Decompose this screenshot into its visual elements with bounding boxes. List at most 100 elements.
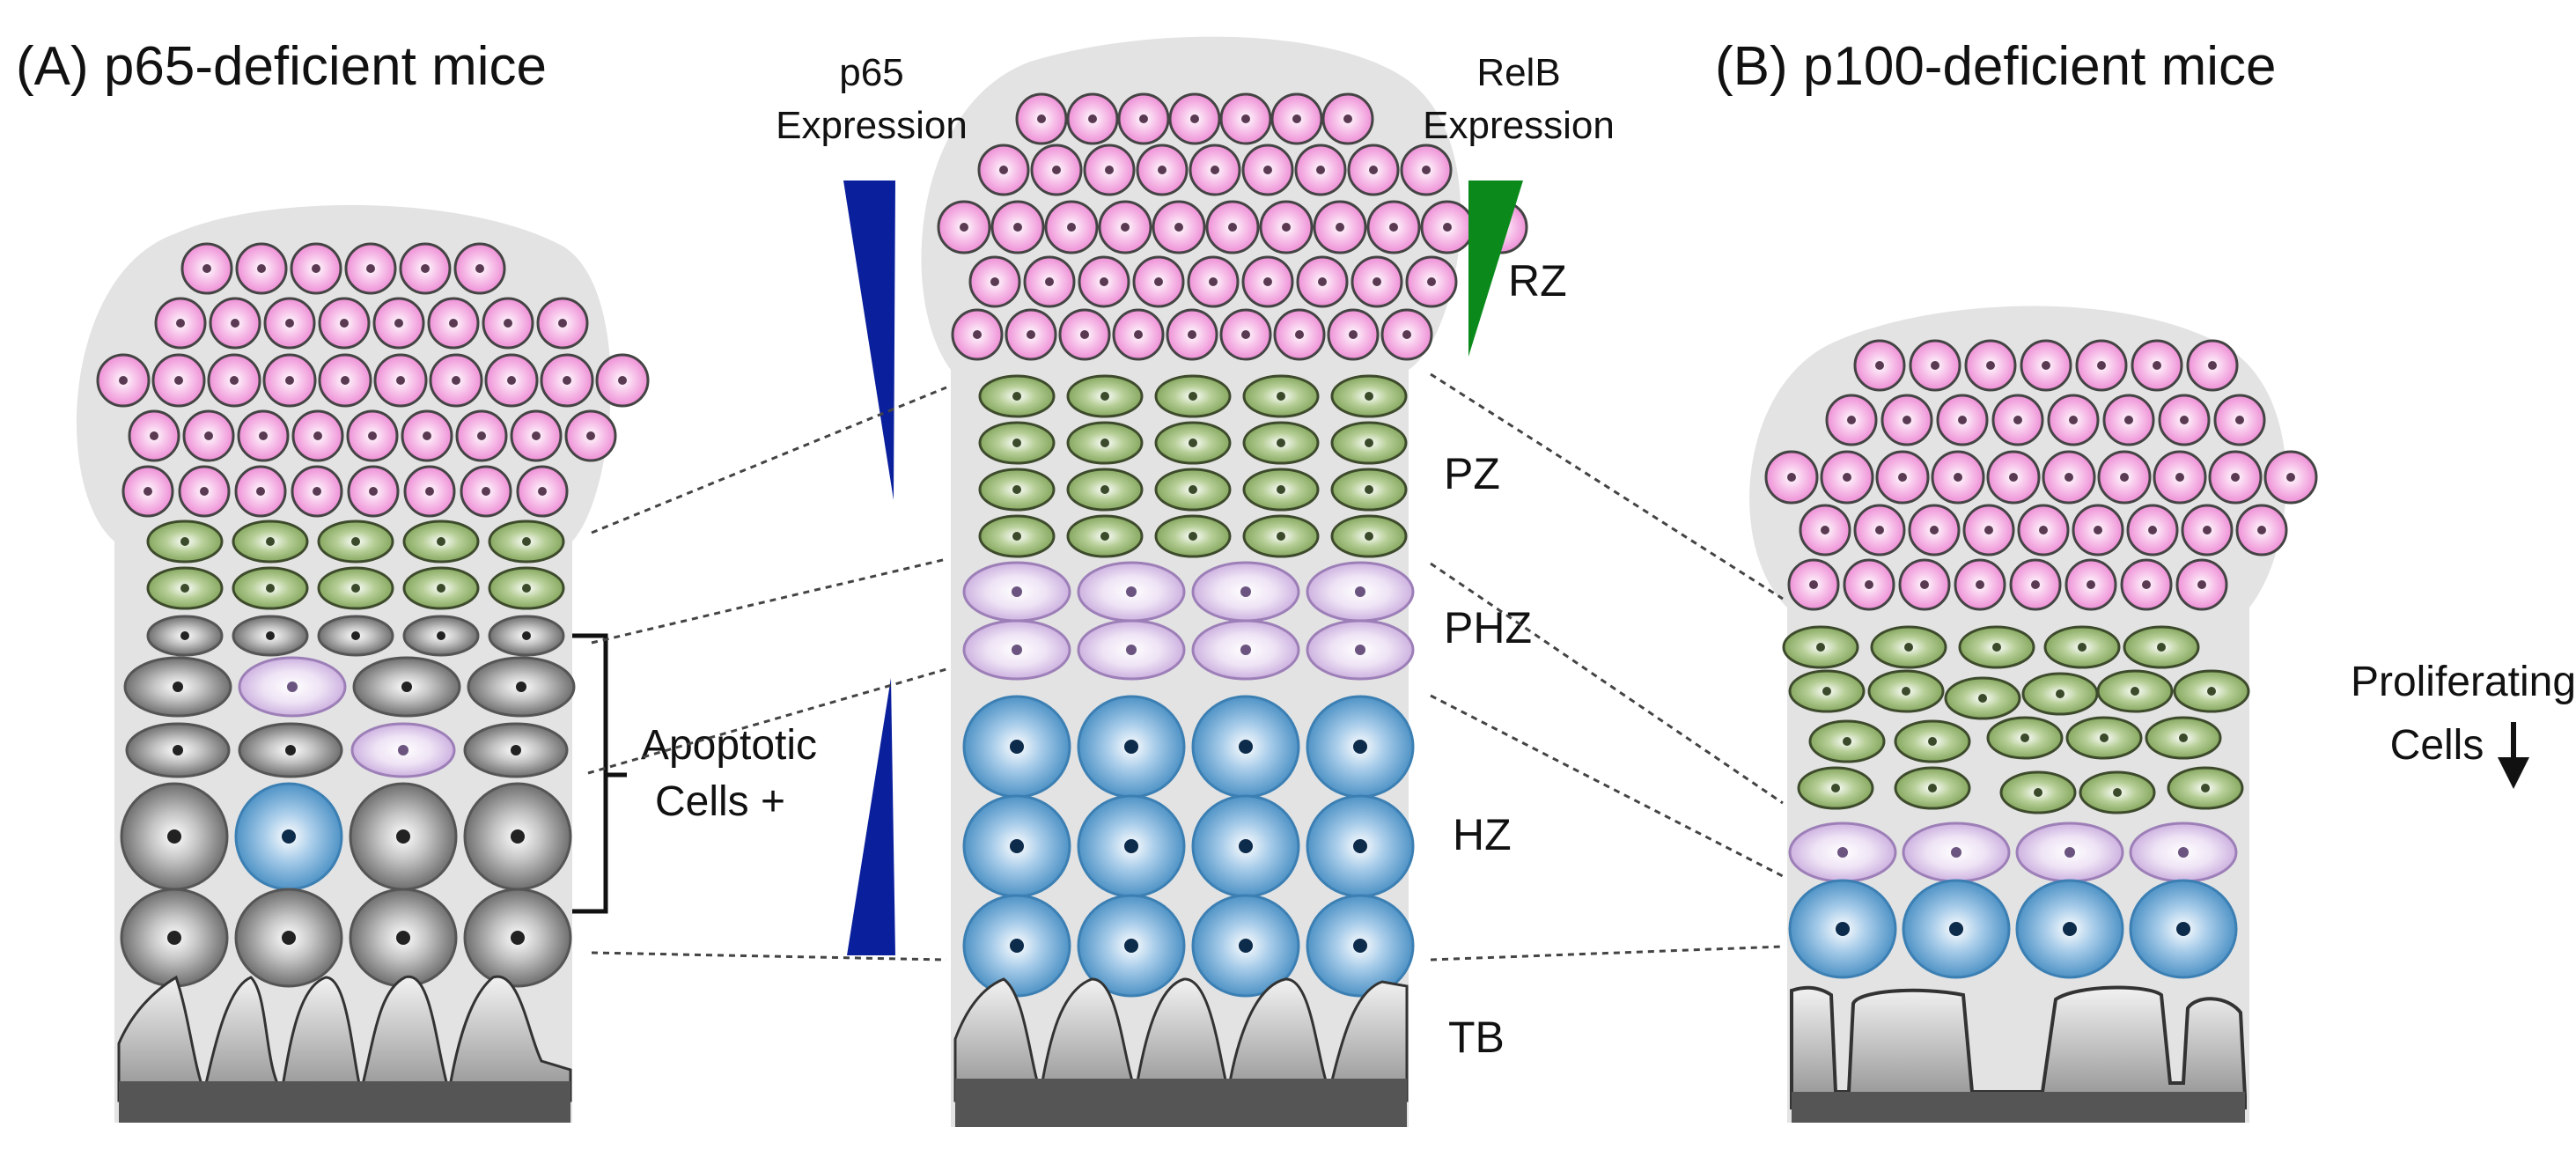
proliferating-label-line1: Proliferating xyxy=(2351,659,2576,705)
cell-nucleus xyxy=(396,931,410,945)
cell-nucleus xyxy=(231,319,239,328)
cell-nucleus xyxy=(150,431,158,440)
cell-nucleus xyxy=(452,376,460,385)
cell-nucleus xyxy=(1369,166,1378,174)
cell-nucleus xyxy=(1010,939,1024,953)
cell-nucleus xyxy=(1903,416,1911,424)
cell-nucleus xyxy=(1843,737,1851,746)
cell-nucleus xyxy=(1951,847,1961,858)
cell-nucleus xyxy=(538,487,547,496)
panel-b-trabecular-bone xyxy=(1790,985,2247,1123)
cell-nucleus xyxy=(1343,114,1352,123)
p65-expression-gradient xyxy=(843,181,895,500)
cell-nucleus xyxy=(1100,392,1109,401)
cell-nucleus xyxy=(1240,586,1251,597)
cell-nucleus xyxy=(1052,166,1061,174)
cell-nucleus xyxy=(287,682,298,692)
cell-nucleus xyxy=(511,745,521,755)
cell-nucleus xyxy=(1228,223,1237,232)
cell-nucleus xyxy=(285,745,296,755)
cell-nucleus xyxy=(1100,485,1109,494)
cell-nucleus xyxy=(2034,788,2042,797)
zone-label-pz: PZ xyxy=(1444,449,1500,498)
panel-b-prehypertrophic-cells xyxy=(1788,822,2238,883)
cell-nucleus xyxy=(1010,839,1024,853)
cell-nucleus xyxy=(1898,473,1907,482)
panel-b-proliferating-cells xyxy=(1782,625,2250,814)
cell-nucleus xyxy=(2113,788,2122,797)
cell-nucleus xyxy=(532,431,541,440)
cell-nucleus xyxy=(1822,687,1831,696)
cell-nucleus xyxy=(1027,330,1035,339)
panel-a-resting-cells xyxy=(96,242,650,518)
relb-label-line1: RelB xyxy=(1476,51,1560,94)
apoptotic-label-line2: Cells + xyxy=(655,778,785,825)
cell-nucleus xyxy=(366,264,375,273)
cell-nucleus xyxy=(437,584,445,593)
cell-nucleus xyxy=(511,931,525,945)
cell-nucleus xyxy=(1088,114,1097,123)
cell-nucleus xyxy=(973,330,982,339)
cell-nucleus xyxy=(1847,416,1856,424)
panel-a-proliferating-cells xyxy=(146,520,565,610)
cell-nucleus xyxy=(2020,733,2029,742)
cell-nucleus xyxy=(563,376,571,385)
cell-nucleus xyxy=(2078,643,2087,652)
cell-nucleus xyxy=(173,745,183,755)
zone-label-tb: TB xyxy=(1448,1013,1505,1062)
panel-center: p65 Expression RelB Expression RZ PZ PHZ… xyxy=(776,36,1615,1128)
cell-nucleus xyxy=(2064,847,2075,858)
cell-nucleus xyxy=(394,319,403,328)
cell-nucleus xyxy=(425,487,434,496)
cell-nucleus xyxy=(437,537,445,546)
cell-nucleus xyxy=(421,264,430,273)
cell-nucleus xyxy=(2087,580,2095,589)
cell-nucleus xyxy=(204,431,213,440)
cell-nucleus xyxy=(1239,839,1253,853)
cell-nucleus xyxy=(1277,532,1285,541)
cell-nucleus xyxy=(351,584,360,593)
center-trabecular-bone xyxy=(953,977,1409,1127)
center-resting-cells xyxy=(937,92,1528,361)
cell-nucleus xyxy=(1277,438,1285,447)
cell-nucleus xyxy=(475,264,484,273)
cell-nucleus xyxy=(1134,330,1143,339)
cell-nucleus xyxy=(2197,580,2206,589)
cell-nucleus xyxy=(1809,580,1818,589)
cell-nucleus xyxy=(1787,473,1796,482)
cell-nucleus xyxy=(285,376,294,385)
cell-nucleus xyxy=(1920,580,1929,589)
cell-nucleus xyxy=(1295,330,1304,339)
proliferating-label-line2: Cells xyxy=(2390,722,2484,769)
cell-nucleus xyxy=(401,682,412,692)
cell-nucleus xyxy=(1263,277,1272,286)
cell-nucleus xyxy=(282,931,296,945)
cell-nucleus xyxy=(2208,361,2217,370)
cell-nucleus xyxy=(2039,526,2048,534)
cell-nucleus xyxy=(312,264,320,273)
cell-nucleus xyxy=(423,431,431,440)
cell-nucleus xyxy=(2120,473,2129,482)
cell-nucleus xyxy=(2178,847,2189,858)
cell-nucleus xyxy=(1954,473,1962,482)
cell-nucleus xyxy=(1365,485,1373,494)
cell-nucleus xyxy=(266,584,275,593)
cell-nucleus xyxy=(257,264,266,273)
cell-nucleus xyxy=(1211,166,1219,174)
cell-nucleus xyxy=(1045,277,1054,286)
cell-nucleus xyxy=(144,487,152,496)
panel-b-resting-cells xyxy=(1764,339,2318,611)
cell-nucleus xyxy=(200,487,209,496)
cell-nucleus xyxy=(1928,737,1937,746)
cell-nucleus xyxy=(999,166,1008,174)
relb-label-line2: Expression xyxy=(1423,104,1615,147)
cell-nucleus xyxy=(437,631,445,640)
cell-nucleus xyxy=(1316,166,1325,174)
cell-nucleus xyxy=(1209,277,1218,286)
cell-nucleus xyxy=(1986,361,1995,370)
cell-nucleus xyxy=(368,431,377,440)
cell-nucleus xyxy=(1154,277,1163,286)
cell-nucleus xyxy=(504,319,512,328)
cell-nucleus xyxy=(369,487,378,496)
cell-nucleus xyxy=(482,487,490,496)
